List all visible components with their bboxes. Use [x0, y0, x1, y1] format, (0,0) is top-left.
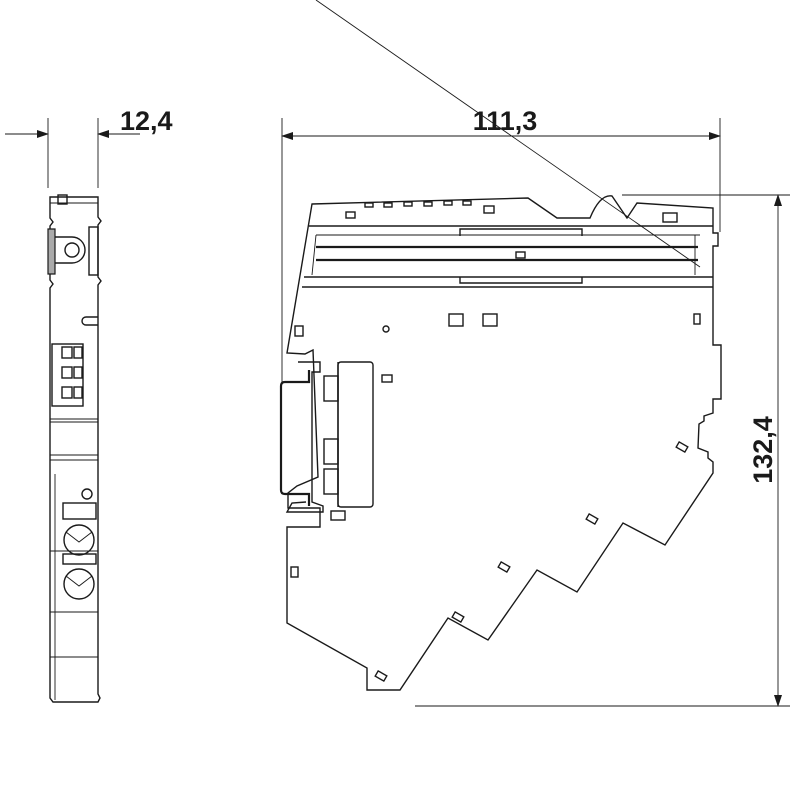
- din-rail: [279, 370, 311, 506]
- width-label: 12,4: [120, 106, 173, 136]
- height-label: 132,4: [748, 416, 778, 484]
- side-view: [47, 194, 102, 703]
- dimension-depth: 111,3: [281, 106, 721, 382]
- dimension-height: 132,4: [415, 194, 790, 707]
- vent-slots: [290, 200, 701, 683]
- dimension-width: 12,4: [5, 106, 173, 188]
- front-view: [279, 0, 722, 691]
